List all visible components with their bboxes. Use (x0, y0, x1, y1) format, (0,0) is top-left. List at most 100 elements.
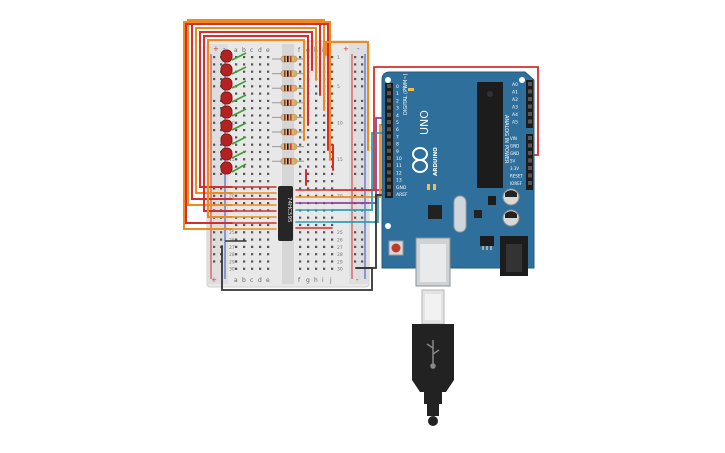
digital-pin-socket[interactable] (387, 192, 391, 196)
rx-led (433, 184, 436, 190)
wire-orange-loop-2 (187, 19, 325, 206)
led-7[interactable] (220, 133, 233, 147)
digital-pin-socket[interactable] (387, 170, 391, 175)
column-letter-bottom: a (234, 277, 238, 284)
resistor-band (284, 85, 286, 92)
power-pin-label: IOREF (510, 181, 523, 186)
analog-pin-label: A2 (512, 97, 518, 103)
resistor-band (287, 85, 289, 92)
analog-pin-socket[interactable] (528, 82, 532, 86)
chip-label: 74HC595 (286, 197, 292, 223)
wire-5v-to-power (355, 66, 539, 191)
digital-pin-socket[interactable] (387, 120, 391, 124)
resistor-band (294, 85, 296, 92)
digital-pin-socket[interactable] (387, 105, 391, 110)
analog-pin-socket[interactable] (528, 97, 532, 101)
resistor-band (287, 114, 289, 121)
chip-notch (487, 91, 493, 97)
digital-pin-socket[interactable] (387, 127, 391, 132)
resistor-band (284, 129, 286, 135)
digital-pin-label: 4 (396, 113, 399, 119)
power-pin-socket[interactable] (528, 173, 532, 178)
digital-pin-socket[interactable] (387, 112, 391, 117)
rail-minus-label-br: - (356, 276, 359, 284)
resistor-band (287, 70, 289, 77)
analog-pin-socket[interactable] (528, 89, 532, 94)
digital-pin-label: 8 (396, 142, 399, 148)
rail-minus-label-tl: - (223, 45, 226, 53)
power-pin-socket[interactable] (528, 136, 532, 140)
digital-header[interactable] (385, 83, 393, 198)
led-4[interactable] (220, 91, 233, 105)
regulator-pin-2 (486, 246, 488, 250)
digital-pin-label: 0 (396, 84, 399, 90)
led-leg-2 (231, 66, 247, 75)
icsp-header (488, 196, 496, 205)
led-6[interactable] (220, 119, 233, 133)
digital-pin-socket[interactable] (387, 177, 391, 182)
digital-pin-socket[interactable] (387, 163, 391, 168)
analog-pin-socket[interactable] (528, 112, 532, 116)
led-leg-4 (231, 94, 247, 103)
shift-register-chip[interactable]: 74HC595 (278, 186, 293, 241)
row-number-right: 25 (337, 230, 343, 236)
resistor-band (294, 114, 296, 121)
resistor-band (287, 143, 289, 150)
analog-pin-label: A3 (512, 105, 518, 111)
column-letter-bottom: f (298, 277, 301, 284)
analog-pin-socket[interactable] (528, 119, 532, 124)
digital-pin-socket[interactable] (387, 91, 391, 96)
digital-pin-label: 2 (396, 98, 399, 104)
led-9[interactable] (220, 161, 233, 175)
resistor-band (290, 129, 292, 135)
led-leg-3 (231, 80, 247, 89)
analog-pin-socket[interactable] (528, 104, 532, 109)
uno-label: UNO (418, 110, 431, 135)
led-leg-7 (231, 136, 247, 145)
led-leg-1 (231, 52, 247, 61)
usb-cable (412, 289, 454, 426)
power-pin-socket[interactable] (528, 158, 532, 163)
analog-header[interactable] (526, 80, 533, 128)
digital-pin-socket[interactable] (387, 98, 391, 103)
resistor-band (287, 158, 289, 165)
row-number-left: 15 (229, 157, 235, 163)
resistor-band (294, 99, 296, 106)
analog-pin-label: A1 (512, 90, 518, 96)
led-5[interactable] (220, 105, 233, 119)
digital-header-label: DIGITAL (PWM~) (403, 73, 409, 115)
led-2[interactable] (220, 63, 233, 77)
analog-in-label: ANALOG IN (503, 115, 509, 143)
power-pin-socket[interactable] (528, 166, 532, 170)
power-pin-socket[interactable] (528, 143, 532, 148)
power-pin-socket[interactable] (528, 181, 532, 185)
resistor-band (294, 56, 296, 62)
digital-pin-socket[interactable] (387, 184, 391, 189)
arduino-infinity-logo (412, 147, 428, 173)
reset-button-cap[interactable] (391, 243, 401, 253)
resistor-band (290, 158, 292, 165)
digital-pin-socket[interactable] (387, 84, 391, 88)
usb-strain-relief-1 (424, 392, 442, 404)
digital-pin-socket[interactable] (387, 141, 391, 146)
resistor-band (290, 99, 292, 106)
led-1[interactable] (220, 49, 233, 63)
digital-pin-socket[interactable] (387, 148, 391, 153)
led-3[interactable] (220, 77, 233, 91)
usb-port-inner (420, 244, 446, 282)
power-label: POWER (503, 145, 509, 164)
digital-pin-socket[interactable] (387, 134, 391, 139)
resistor-band (294, 129, 296, 135)
digital-pin-label: 11 (396, 163, 402, 169)
digital-pin-socket[interactable] (387, 156, 391, 160)
column-letter-top: a (234, 47, 238, 54)
power-pin-socket[interactable] (528, 151, 532, 155)
wire-orange-loop-3 (207, 39, 305, 218)
led-8[interactable] (220, 147, 233, 161)
resistor-band (290, 143, 292, 150)
column-letter-bottom: h (314, 277, 318, 284)
led-leg-5 (231, 108, 247, 117)
